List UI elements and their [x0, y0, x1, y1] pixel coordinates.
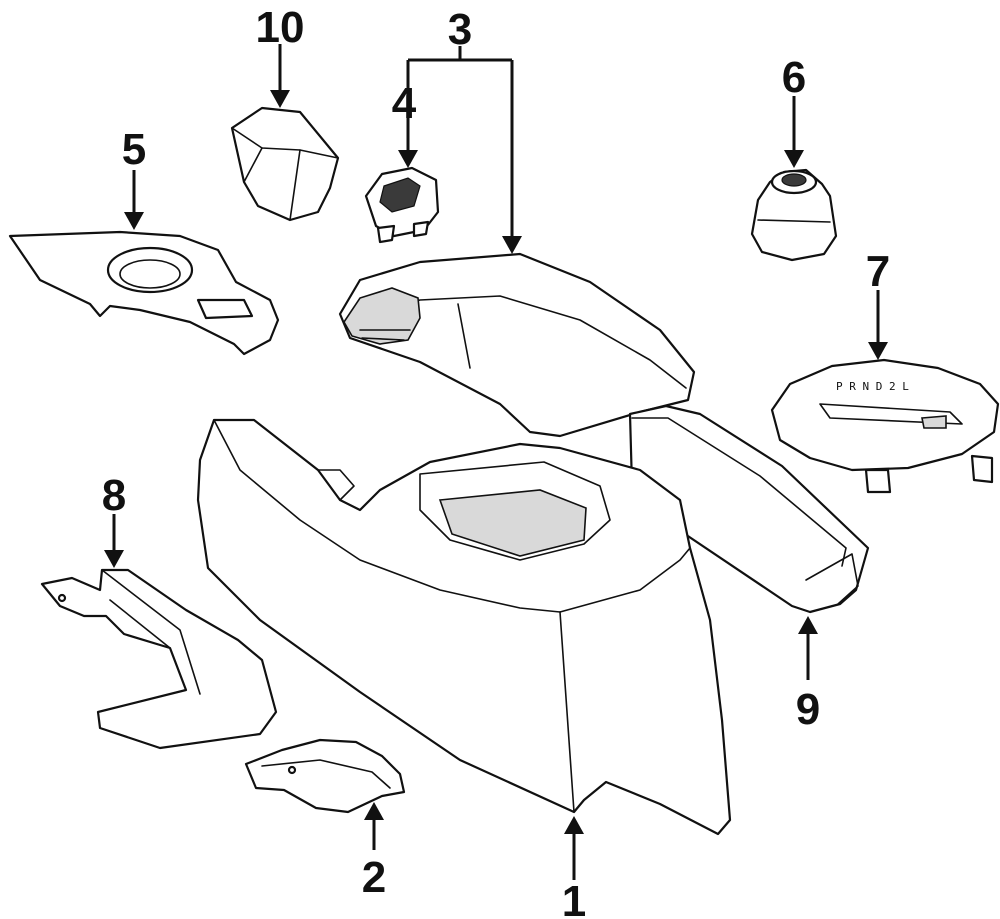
callout-8: 8 [102, 471, 126, 520]
part-7-shifter-bezel[interactable]: P R N D 2 L [770, 358, 1000, 494]
leader-lines [104, 44, 888, 880]
callout-10: 10 [256, 3, 305, 52]
callout-7: 7 [866, 247, 890, 296]
callout-labels: 10 3 4 5 6 7 8 9 2 1 [102, 3, 890, 919]
callout-6: 6 [782, 53, 806, 102]
part-3-armrest-lid[interactable] [338, 252, 696, 438]
part-8-side-trim[interactable] [40, 568, 278, 750]
part-1-console-body[interactable] [196, 418, 732, 836]
part-4-switch[interactable] [364, 166, 440, 244]
callout-4: 4 [392, 79, 417, 128]
callout-9: 9 [796, 685, 820, 734]
callout-5: 5 [122, 125, 146, 174]
part-5-trim-panel[interactable] [8, 230, 280, 356]
shifter-plate-text: P R N D 2 L [836, 380, 909, 393]
callout-2: 2 [362, 853, 386, 902]
part-10-insert[interactable] [230, 106, 340, 222]
callout-3: 3 [448, 5, 472, 54]
part-6-shift-knob[interactable] [750, 168, 838, 262]
callout-1: 1 [562, 877, 586, 919]
part-2-bracket[interactable] [244, 738, 406, 814]
